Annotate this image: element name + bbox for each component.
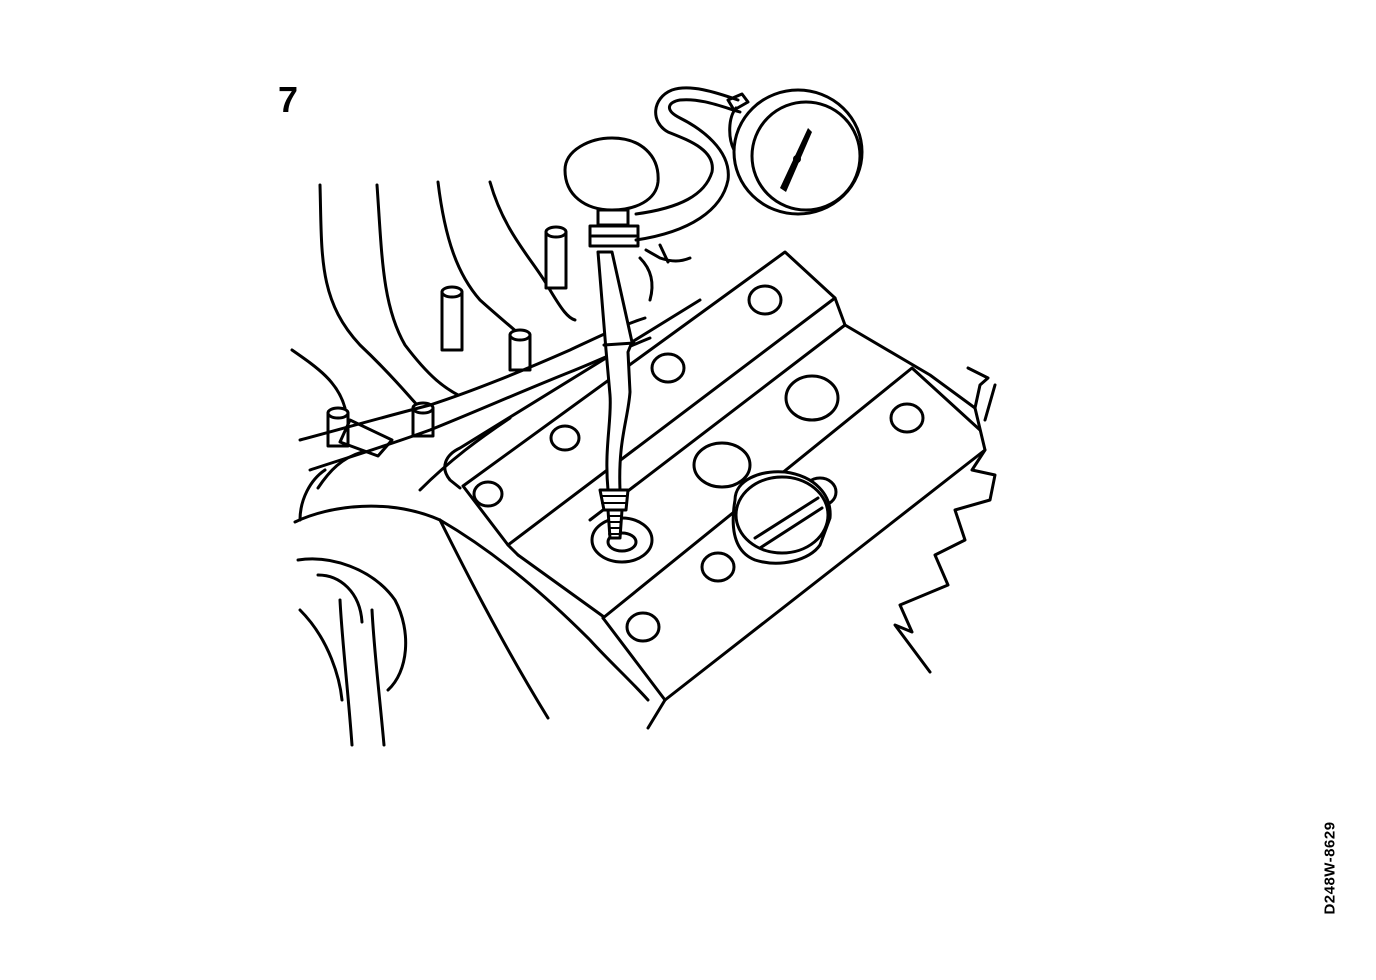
tester-bulb [563,136,660,248]
gauge-hose [634,86,742,263]
pressure-gauge [726,88,864,216]
misc-hoses [638,243,670,302]
intake-manifold [290,180,577,410]
timing-belt-pulley [296,557,408,747]
fuel-rail [298,316,652,490]
figure-code: D248W-8629 [1321,821,1339,915]
fuel-injectors [326,225,568,448]
cam-cover [443,250,997,730]
adapter-hose [596,250,636,540]
oil-filler-cap [731,470,832,565]
step-number: 7 [278,79,299,120]
engine-block [293,416,650,720]
cam-cover-holes [472,284,925,643]
